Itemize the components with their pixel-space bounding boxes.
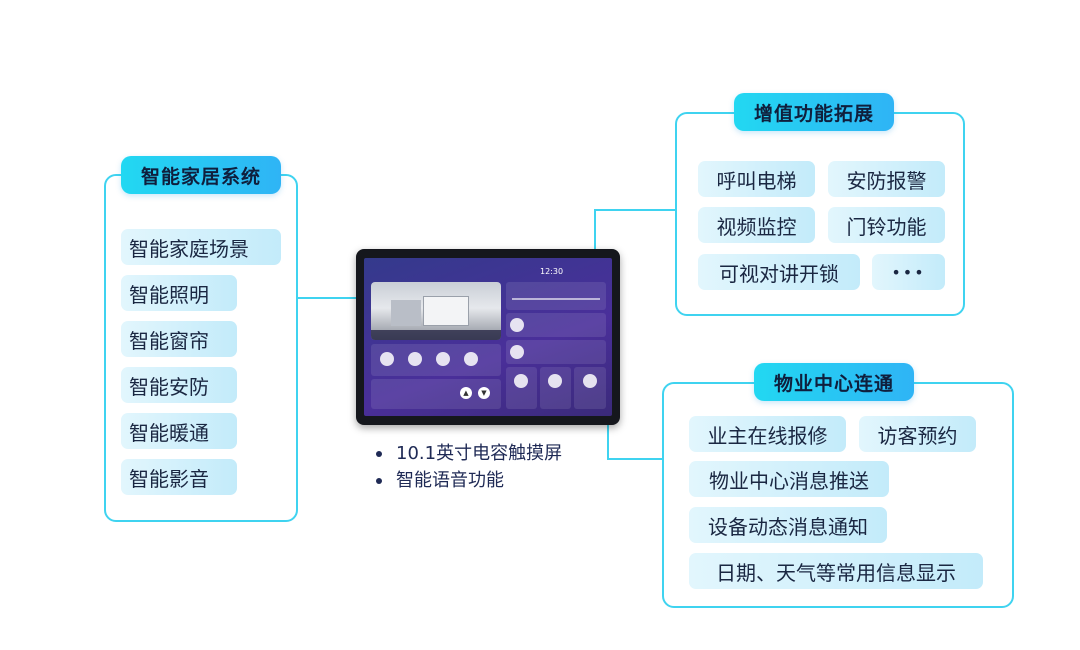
property-center-item: 访客预约 [859, 416, 976, 452]
home-icon [510, 345, 524, 359]
climate-slider [512, 298, 600, 300]
connector-top-right-v [594, 209, 596, 250]
wrench-icon [583, 374, 597, 388]
smart-home-item: 智能家庭场景 [121, 229, 281, 265]
down-arrow-icon: ▼ [478, 387, 490, 399]
scene-caption-bar [371, 330, 501, 340]
connector-bottom-right-h [607, 458, 663, 460]
device-feature-list: 10.1英寸电容触摸屏 智能语音功能 [376, 440, 562, 494]
screen-time: 12:30 [540, 267, 564, 276]
smart-home-item: 智能窗帘 [121, 321, 237, 357]
scene-mode-icon [464, 352, 478, 366]
scene-building-shape [423, 296, 469, 326]
smart-home-item: 智能照明 [121, 275, 237, 311]
connector-left [297, 297, 357, 299]
scene-building-shape [391, 300, 421, 326]
value-added-item: 呼叫电梯 [698, 161, 815, 197]
value-added-item: 视频监控 [698, 207, 815, 243]
value-added-item: 门铃功能 [828, 207, 945, 243]
scene-mode-icon [436, 352, 450, 366]
value-added-item: 安防报警 [828, 161, 945, 197]
smart-home-item: 智能安防 [121, 367, 237, 403]
value-added-title: 增值功能拓展 [734, 93, 894, 131]
feature-text: 智能语音功能 [396, 470, 504, 491]
smart-home-item: 智能暖通 [121, 413, 237, 449]
property-center-title: 物业中心连通 [754, 363, 914, 401]
more-icon: ••• [872, 254, 945, 290]
tablet-device: 12:30 ▲ ▼ [356, 249, 620, 425]
climate-panel [506, 282, 606, 310]
connector-top-right-h [594, 209, 676, 211]
scene-mode-icon [380, 352, 394, 366]
value-added-item: 可视对讲开锁 [698, 254, 860, 290]
bullet-dot [376, 477, 382, 484]
feature-bullet: 智能语音功能 [376, 467, 562, 494]
smart-home-title: 智能家居系统 [121, 156, 281, 194]
connector-bottom-right-v [607, 424, 609, 460]
tablet-screen: 12:30 ▲ ▼ [364, 258, 612, 416]
property-center-item: 设备动态消息通知 [689, 507, 887, 543]
building-icon [510, 318, 524, 332]
feature-bullet: 10.1英寸电容触摸屏 [376, 440, 562, 467]
shortcut-icon [548, 374, 562, 388]
smart-home-item: 智能影音 [121, 459, 237, 495]
property-center-item: 物业中心消息推送 [689, 461, 889, 497]
screen-scene-image [371, 282, 501, 340]
up-arrow-icon: ▲ [460, 387, 472, 399]
property-center-item: 业主在线报修 [689, 416, 846, 452]
property-center-item: 日期、天气等常用信息显示 [689, 553, 983, 589]
bullet-dot [376, 450, 382, 457]
feature-text: 10.1英寸电容触摸屏 [396, 443, 563, 464]
scene-mode-icon [408, 352, 422, 366]
shortcut-icon [514, 374, 528, 388]
